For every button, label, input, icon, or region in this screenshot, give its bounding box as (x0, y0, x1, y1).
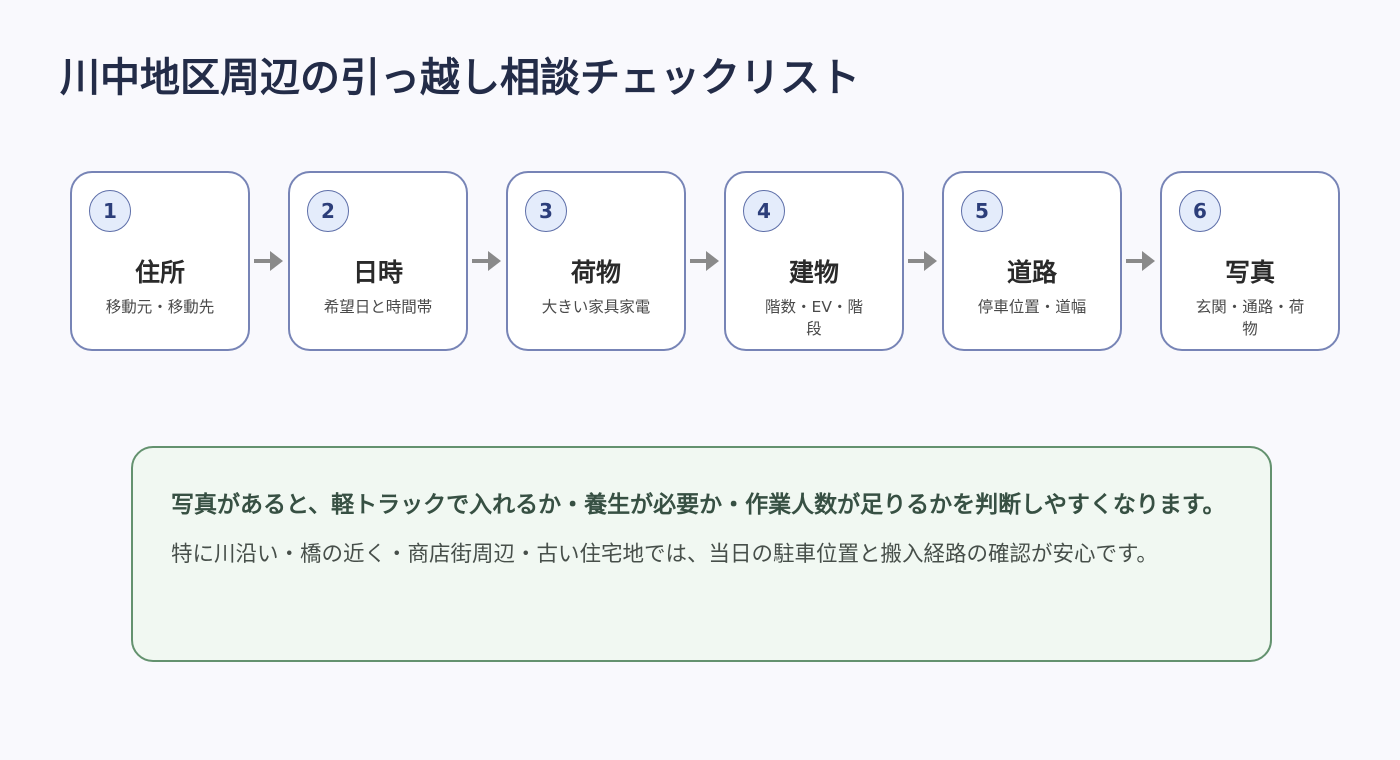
step-title: 日時 (352, 258, 403, 287)
arrow-right-icon (254, 251, 283, 271)
step-number-badge: 1 (89, 190, 131, 232)
step-description: 停車位置・道幅 (977, 298, 1087, 316)
note-emphasis-text: 写真があると、軽トラックで入れるか・養生が必要か・作業人数が足りるかを判断しやす… (171, 492, 1226, 518)
step-card-4: 4 建物 階数・EV・階段 (724, 171, 904, 351)
step-title: 住所 (134, 258, 185, 287)
step-title: 荷物 (570, 258, 621, 287)
step-number-badge: 2 (307, 190, 349, 232)
arrow-right-icon (690, 251, 719, 271)
step-number-badge: 6 (1179, 190, 1221, 232)
step-description: 大きい家具家電 (541, 298, 651, 316)
arrow-right-icon (472, 251, 501, 271)
step-title: 道路 (1006, 258, 1057, 287)
step-card-1: 1 住所 移動元・移動先 (70, 171, 250, 351)
note-box: 写真があると、軽トラックで入れるか・養生が必要か・作業人数が足りるかを判断しやす… (131, 446, 1272, 662)
step-description: 階数・EV・階段 (765, 298, 863, 338)
step-card-2: 2 日時 希望日と時間帯 (288, 171, 468, 351)
step-number-badge: 3 (525, 190, 567, 232)
step-title: 写真 (1224, 258, 1275, 287)
arrow-right-icon (908, 251, 937, 271)
step-title: 建物 (788, 258, 839, 287)
step-number-badge: 4 (743, 190, 785, 232)
step-card-3: 3 荷物 大きい家具家電 (506, 171, 686, 351)
note-detail-text: 特に川沿い・橋の近く・商店街周辺・古い住宅地では、当日の駐車位置と搬入経路の確認… (171, 542, 1158, 567)
step-card-6: 6 写真 玄関・通路・荷物 (1160, 171, 1340, 351)
page-title: 川中地区周辺の引っ越し相談チェックリスト (60, 55, 860, 101)
step-description: 移動元・移動先 (105, 298, 215, 316)
step-description: 玄関・通路・荷物 (1195, 298, 1305, 338)
arrow-right-icon (1126, 251, 1155, 271)
step-number-badge: 5 (961, 190, 1003, 232)
step-card-5: 5 道路 停車位置・道幅 (942, 171, 1122, 351)
step-description: 希望日と時間帯 (323, 298, 433, 316)
